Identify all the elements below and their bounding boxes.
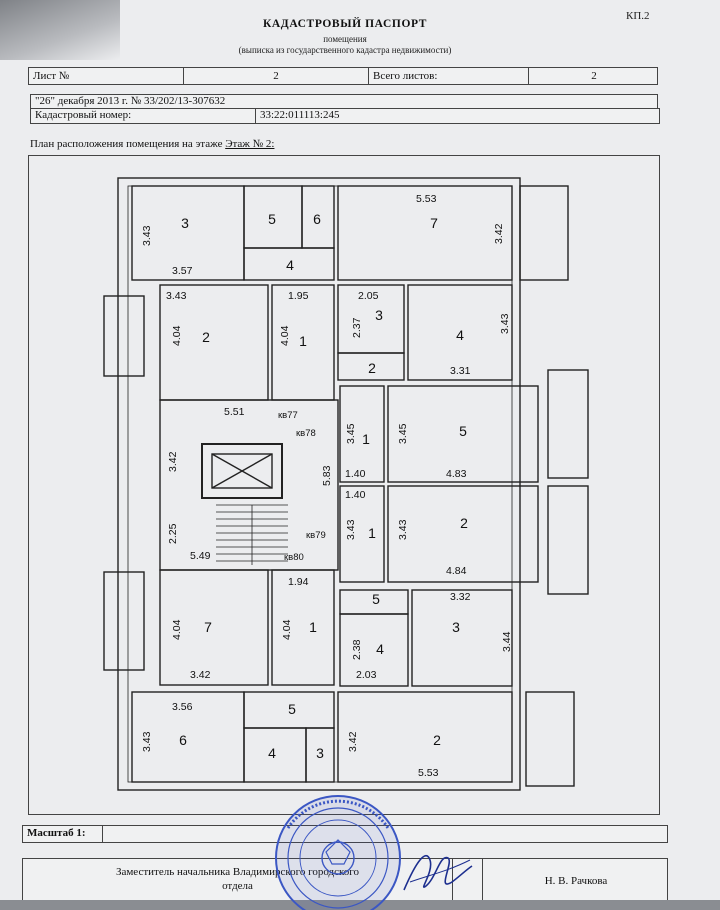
room-number: 7 xyxy=(204,619,212,635)
room-number: 3 xyxy=(316,745,324,761)
room-number: 2 xyxy=(368,360,376,376)
plan-caption: План расположения помещения на этаже Эта… xyxy=(30,138,274,150)
signature-icon xyxy=(403,854,473,891)
room-number: 5 xyxy=(268,211,276,227)
official-position: Заместитель начальника Владимирского гор… xyxy=(23,859,453,900)
dimension: 1.40 xyxy=(345,489,366,501)
form-code: КП.2 xyxy=(626,10,650,22)
room-number: 1 xyxy=(299,333,307,349)
dimension: 3.43 xyxy=(499,313,511,334)
dimension: 5.53 xyxy=(416,193,437,205)
room-number: 1 xyxy=(368,525,376,541)
dimension: 3.42 xyxy=(347,731,359,752)
floor-plan-frame xyxy=(28,155,660,815)
cadastral-row: Кадастровый номер: 33:22:011113:245 xyxy=(30,108,660,124)
dimension: 2.03 xyxy=(356,669,377,681)
official-seal-icon xyxy=(275,795,401,910)
dimension: 4.04 xyxy=(171,325,183,346)
dimension: 2.05 xyxy=(358,290,379,302)
dimension: 4.04 xyxy=(171,619,183,640)
dimension: 5.53 xyxy=(418,767,439,779)
room-number: 6 xyxy=(179,732,187,748)
apartment-label: кв78 xyxy=(296,428,316,439)
dimensions: 3.43 3.57 5.53 3.42 3.43 1.95 2.05 4.04 … xyxy=(141,193,513,779)
sheet-value: 2 xyxy=(184,68,369,84)
dimension: 1.95 xyxy=(288,290,309,302)
dimension: 3.43 xyxy=(345,519,357,540)
dimension: 3.43 xyxy=(141,225,153,246)
plan-walls xyxy=(103,177,589,791)
scale-row: Масштаб 1: xyxy=(22,825,668,843)
room-number: 5 xyxy=(459,423,467,439)
sheet-number-row: Лист № 2 Всего листов: 2 xyxy=(28,67,658,85)
room-number: 2 xyxy=(433,732,441,748)
sheet-label: Лист № xyxy=(29,68,184,84)
dimension: 3.42 xyxy=(167,451,179,472)
date-number: "26" декабря 2013 г. № 33/202/13-307632 xyxy=(35,95,226,107)
total-sheets-label: Всего листов: xyxy=(369,68,529,84)
dimension: 4.83 xyxy=(446,468,467,480)
dimension: 3.45 xyxy=(397,423,409,444)
room-number: 3 xyxy=(452,619,460,635)
room-number: 4 xyxy=(376,641,384,657)
dimension: 3.42 xyxy=(190,669,211,681)
dimension: 3.56 xyxy=(172,701,193,713)
apartment-label: кв80 xyxy=(284,552,304,563)
signature-area xyxy=(453,859,483,900)
dimension: 3.44 xyxy=(501,631,513,652)
apartment-label: кв79 xyxy=(306,530,326,541)
dimension: 1.40 xyxy=(345,468,366,480)
dimension: 3.42 xyxy=(493,223,505,244)
room-number: 3 xyxy=(181,215,189,231)
dimension: 5.83 xyxy=(321,465,333,486)
apartment-label: кв77 xyxy=(278,410,298,421)
page-shadow xyxy=(0,0,120,60)
room-numbers: 3 5 6 7 4 2 1 3 2 4 1 5 1 2 7 1 5 4 3 6 … xyxy=(179,211,468,761)
cadastral-label: Кадастровый номер: xyxy=(31,109,256,123)
room-number: 4 xyxy=(268,745,276,761)
dimension: 4.04 xyxy=(279,325,291,346)
dimension: 3.43 xyxy=(166,290,187,302)
plan-caption-prefix: План расположения помещения на этаже xyxy=(30,138,223,150)
official-position-line1: Заместитель начальника Владимирского гор… xyxy=(115,866,360,878)
dimension: 4.04 xyxy=(281,619,293,640)
room-number: 4 xyxy=(456,327,464,343)
room-number: 6 xyxy=(313,211,321,227)
room-number: 3 xyxy=(375,307,383,323)
dimension: 4.84 xyxy=(446,565,467,577)
document-note: (выписка из государственного кадастра не… xyxy=(238,45,452,55)
document-title: КАДАСТРОВЫЙ ПАСПОРТ xyxy=(262,18,428,30)
dimension: 3.43 xyxy=(141,731,153,752)
dimension: 2.38 xyxy=(351,639,363,660)
room-number: 2 xyxy=(202,329,210,345)
dimension: 3.31 xyxy=(450,365,471,377)
signature-row: Заместитель начальника Владимирского гор… xyxy=(22,858,668,900)
dimension: 5.49 xyxy=(190,550,211,562)
scale-label: Масштаб 1: xyxy=(23,826,103,842)
dimension: 1.94 xyxy=(288,576,309,588)
room-number: 5 xyxy=(372,591,380,607)
dimension: 3.43 xyxy=(397,519,409,540)
dimension: 3.32 xyxy=(450,591,471,603)
apartment-labels: кв77 кв78 кв79 кв80 xyxy=(278,410,326,563)
total-sheets-value: 2 xyxy=(591,70,597,82)
room-number: 5 xyxy=(288,701,296,717)
dimension: 2.37 xyxy=(351,317,363,338)
dimension: 3.57 xyxy=(172,265,193,277)
room-number: 7 xyxy=(430,215,438,231)
cadastral-value: 33:22:011113:245 xyxy=(260,109,340,121)
plan-caption-floor: Этаж № 2: xyxy=(225,138,275,150)
room-number: 1 xyxy=(309,619,317,635)
dimension: 3.45 xyxy=(345,423,357,444)
room-number: 4 xyxy=(286,257,294,273)
dimension: 5.51 xyxy=(224,406,245,418)
official-name: Н. В. Рачкова xyxy=(544,875,608,887)
dimension: 2.25 xyxy=(167,523,179,544)
room-number: 1 xyxy=(362,431,370,447)
document-subtitle: помещения xyxy=(323,34,367,44)
official-position-line2: отдела xyxy=(222,880,253,892)
room-number: 2 xyxy=(460,515,468,531)
